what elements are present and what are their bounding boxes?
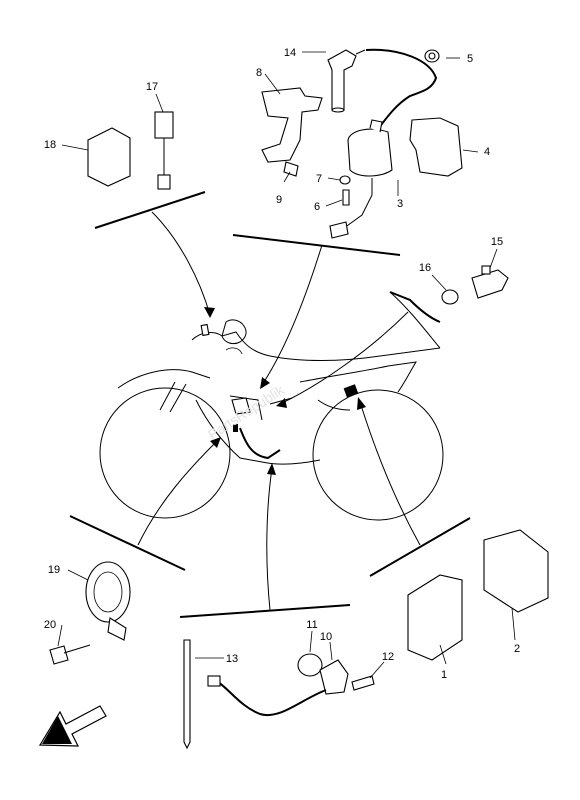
callout-4: 4 [484, 146, 490, 158]
sensor [207, 659, 349, 717]
callout-19: 19 [48, 564, 60, 576]
neutral-switch [471, 265, 509, 299]
bolt-6 [342, 189, 350, 206]
coil-cover [409, 117, 463, 177]
callout-18: 18 [44, 139, 56, 151]
callout-3: 3 [397, 198, 403, 210]
cable-tie [183, 639, 191, 750]
callout-8: 8 [256, 67, 262, 79]
callout-9: 9 [276, 194, 282, 206]
motorcycle-outline [99, 291, 444, 521]
washer [339, 175, 351, 185]
high-tension-lead [365, 48, 438, 134]
bracket [261, 87, 323, 163]
callout-17: 17 [146, 81, 158, 93]
bolt-9 [283, 161, 299, 177]
callout-20: 20 [44, 619, 56, 631]
callout-13: 13 [226, 653, 238, 665]
group-brackets [69, 191, 471, 618]
callout-6: 6 [314, 201, 320, 213]
gasket [441, 289, 459, 305]
grommet [424, 49, 440, 63]
horn [85, 561, 131, 641]
callout-10: 10 [320, 631, 332, 643]
callout-5: 5 [467, 53, 473, 65]
relay [87, 127, 131, 187]
callout-7: 7 [316, 173, 322, 185]
front-direction-arrow-icon [38, 705, 107, 747]
rectifier-regulator [483, 529, 549, 613]
callout-leaders [57, 51, 516, 679]
callout-15: 15 [491, 236, 503, 248]
screw [351, 675, 375, 691]
callout-1: 1 [441, 669, 447, 681]
connector-lead [154, 111, 174, 190]
callout-11: 11 [306, 619, 317, 631]
cdi-unit [407, 574, 463, 661]
callout-labels: 14 5 8 17 18 4 7 3 6 9 15 16 19 2 11 20 … [44, 47, 520, 681]
callout-16: 16 [419, 262, 431, 274]
ignition-coil [329, 119, 393, 239]
bolt-20 [49, 644, 91, 665]
o-ring [297, 653, 323, 677]
leader-arrows [137, 211, 421, 611]
watermark: PartsRepublik [205, 381, 288, 442]
spark-plug-cap [327, 49, 366, 113]
callout-2: 2 [514, 643, 520, 655]
callout-14: 14 [284, 47, 296, 59]
callout-12: 12 [382, 651, 394, 663]
